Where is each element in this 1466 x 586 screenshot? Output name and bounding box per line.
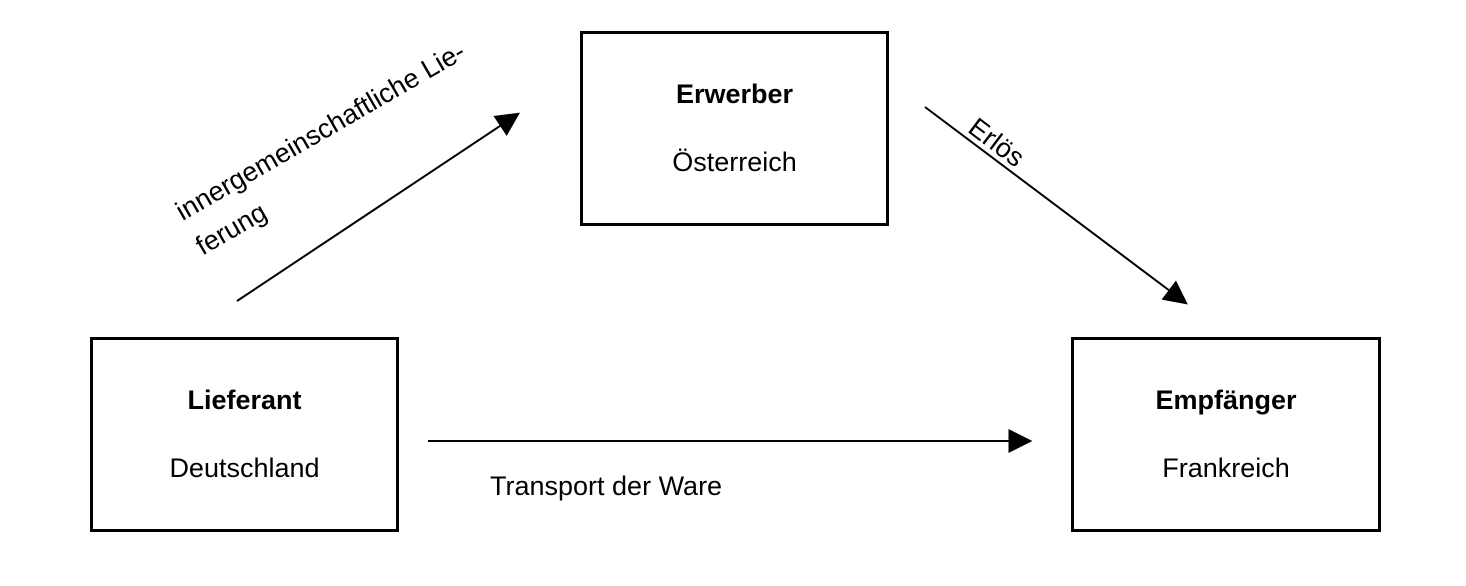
proceeds-arrow-label: Erlös [962, 111, 1031, 173]
node-lieferant: Lieferant Deutschland [90, 337, 399, 532]
node-erwerber-subtitle: Österreich [672, 146, 797, 177]
transport-arrow-label: Transport der Ware [490, 471, 723, 501]
node-erwerber-title: Erwerber [675, 78, 794, 109]
node-erwerber: Erwerber Österreich [580, 31, 889, 226]
node-empfaenger: Empfänger Frankreich [1071, 337, 1381, 532]
node-lieferant-subtitle: Deutschland [169, 452, 320, 483]
node-lieferant-title: Lieferant [187, 384, 302, 415]
supply-arrow-label: innergemeinschaftliche Lie- ferung [168, 32, 493, 266]
node-empfaenger-title: Empfänger [1155, 384, 1297, 415]
node-empfaenger-subtitle: Frankreich [1162, 452, 1290, 483]
